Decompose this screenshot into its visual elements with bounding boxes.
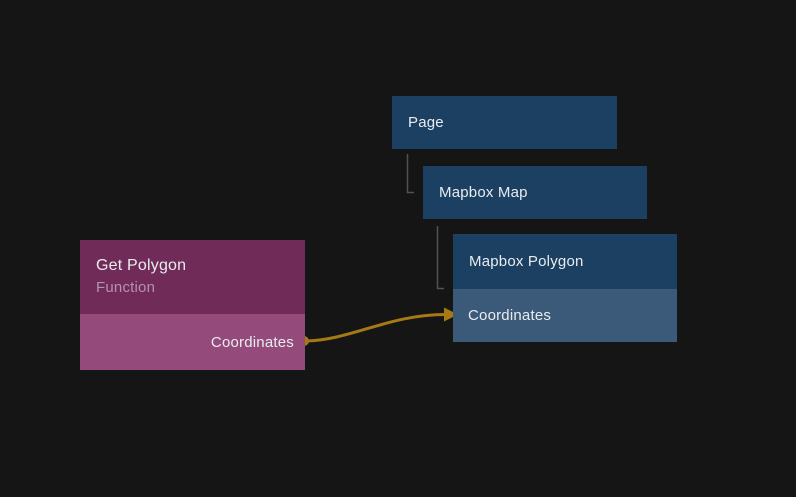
node-title: Mapbox Map [439, 183, 528, 201]
port-label: Coordinates [210, 333, 294, 351]
node-subtitle: Function [96, 279, 156, 296]
node-get-polygon[interactable]: Get Polygon Function Coordinates [80, 240, 305, 370]
node-mapbox-map[interactable]: Mapbox Map [423, 166, 647, 219]
node-title: Page [408, 113, 444, 131]
connection-wire[interactable] [299, 307, 458, 347]
node-mapbox-polygon[interactable]: Mapbox Polygon Coordinates [453, 234, 677, 342]
node-title: Get Polygon [96, 257, 187, 274]
node-title: Mapbox Polygon [469, 252, 584, 270]
node-page[interactable]: Page [392, 96, 617, 149]
port-coordinates-input[interactable]: Coordinates [453, 289, 677, 342]
tree-connector-page-to-mapbox-map [406, 154, 414, 194]
port-coordinates-output[interactable]: Coordinates [80, 314, 305, 370]
port-label: Coordinates [468, 307, 552, 324]
wire-curve[interactable] [305, 313, 447, 343]
tree-connector-mapbox-map-to-mapbox-polygon [436, 226, 444, 290]
